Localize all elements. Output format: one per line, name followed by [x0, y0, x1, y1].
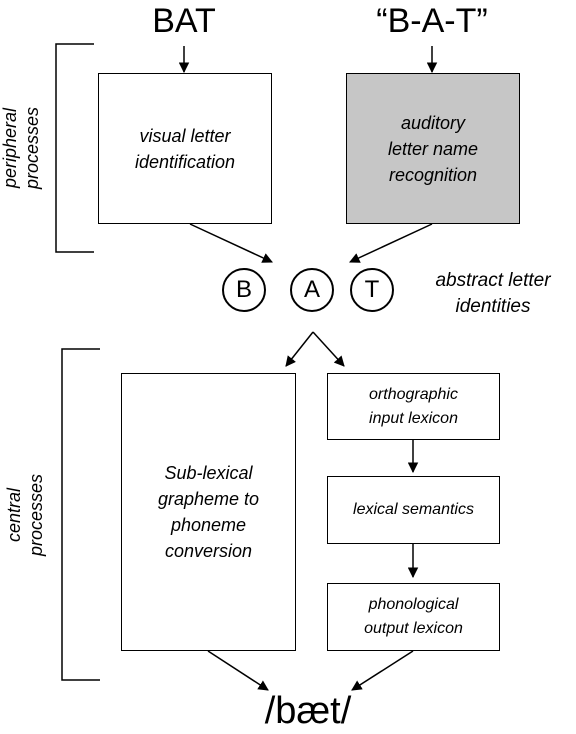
- spoken-word-label: “B-A-T”: [376, 2, 488, 40]
- central-processes-label: central processes: [4, 473, 46, 557]
- phonological-output-lexicon-box: phonological output lexicon: [327, 583, 500, 651]
- letter-a-circle: A: [290, 268, 334, 312]
- arrow-phonological-to-output: [351, 650, 414, 691]
- visual-letter-identification-box: visual letter identification: [98, 73, 272, 224]
- orthographic-input-lexicon-box: orthographic input lexicon: [327, 373, 500, 440]
- arrow-letters-to-orthographic: [312, 331, 345, 367]
- arrow-sublexical-to-output: [207, 650, 269, 691]
- arrow-auditory-to-letters: [349, 223, 433, 263]
- central-bracket: [61, 348, 100, 681]
- peripheral-bracket: [55, 43, 94, 253]
- arrow-visual-to-letters: [189, 223, 273, 263]
- letter-t-circle: T: [350, 268, 394, 312]
- written-word-label: BAT: [152, 2, 216, 40]
- arrow-letters-to-sublexical: [285, 331, 314, 367]
- peripheral-processes-label: peripheral processes: [0, 106, 42, 190]
- lexical-semantics-box: lexical semantics: [327, 476, 500, 544]
- phonemic-output-label: /bæt/: [264, 690, 352, 732]
- abstract-letter-identities-label: abstract letter identities: [435, 270, 551, 317]
- auditory-letter-name-recognition-box: auditory letter name recognition: [346, 73, 520, 224]
- letter-b-circle: B: [222, 268, 266, 312]
- sublexical-conversion-box: Sub-lexical grapheme to phoneme conversi…: [121, 373, 296, 651]
